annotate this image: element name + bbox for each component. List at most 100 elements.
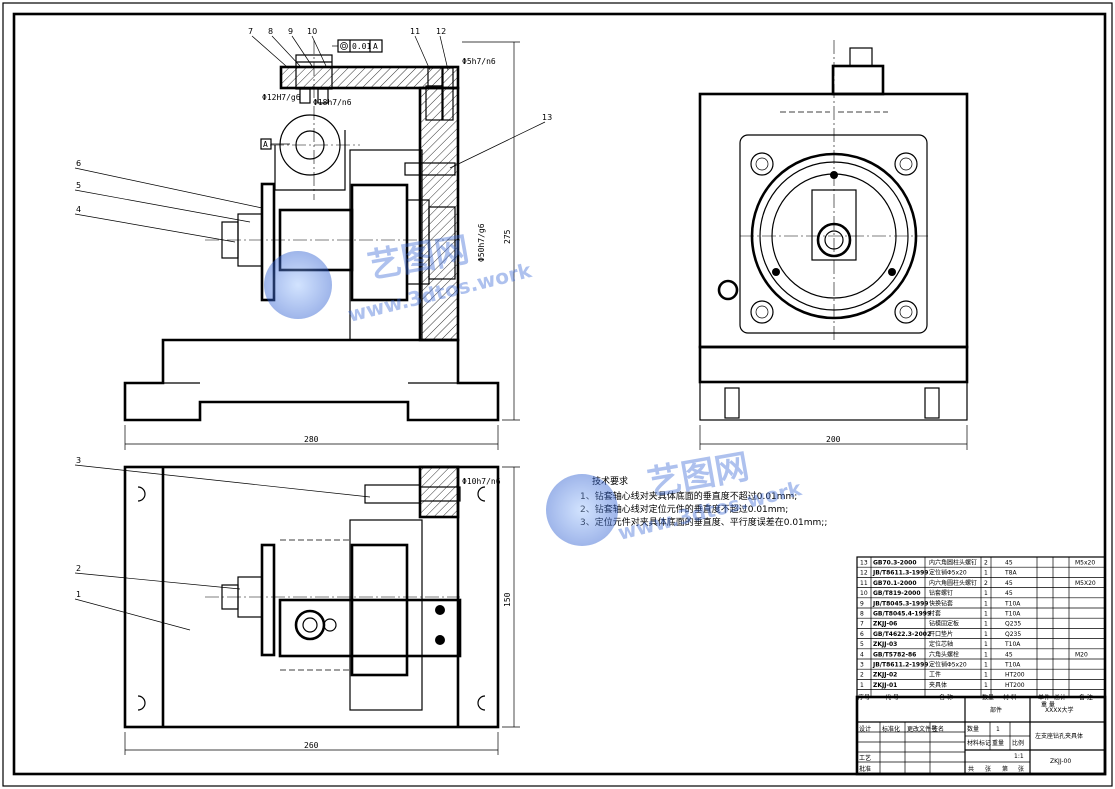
- bom-cell-name: 夹具体: [929, 681, 947, 689]
- title-sheet2: 张: [1018, 765, 1024, 773]
- part-label-7: 7: [248, 27, 253, 36]
- title-qty-value: 1: [996, 726, 1000, 733]
- bom-cell-mat: Q235: [1005, 631, 1021, 638]
- bom-cell-name: 六角头螺栓: [929, 650, 959, 658]
- bom-cell-qty: 1: [984, 600, 988, 607]
- title-block: 部件 XXXX大学 数量 1 材料标记 重量 比例 1:1 左支座钻孔夹具体 Z…: [855, 695, 1107, 776]
- notes-line-2: 2、钻套轴心线对定位元件的垂直度不超过0.01mm;: [580, 503, 788, 515]
- bom-cell-mat: T10A: [1004, 662, 1021, 669]
- title-material-label: 材料标记: [967, 739, 991, 747]
- top-view: 260 150 Φ10h7/n6 3 2 1: [74, 456, 520, 755]
- bom-cell-note: M5x20: [1075, 560, 1095, 567]
- title-sheet: 张: [985, 765, 991, 773]
- fit-bush: Φ18h7/n6: [313, 98, 352, 107]
- bom-cell-qty: 2: [984, 580, 988, 587]
- bom-cell-name: 定位芯轴: [929, 640, 953, 648]
- bom-cell-mat: 45: [1005, 580, 1013, 587]
- part-label-1: 1: [76, 590, 81, 599]
- bom-cell-qty: 1: [984, 631, 988, 638]
- title-drawing-no: ZKJJ-00: [1050, 758, 1071, 765]
- datum-label: A: [263, 140, 268, 149]
- bom-cell-name: 开口垫片: [929, 630, 953, 638]
- dim-top-width: 260: [304, 741, 319, 750]
- bom-cell-no: 8: [860, 611, 864, 618]
- dim-side-width: 200: [826, 435, 841, 444]
- title-drawing-name: 左支座钻孔夹具体: [1035, 732, 1083, 740]
- bom-cell-qty: 1: [984, 570, 988, 577]
- title-approve: 批准: [859, 765, 871, 773]
- bom-cell-code: ZKJJ-01: [873, 682, 897, 689]
- bom-cell-no: 1: [860, 682, 864, 689]
- bom-cell-code: ZKJJ-03: [873, 641, 897, 648]
- bom-cell-code: ZKJJ-02: [873, 672, 897, 679]
- title-designer: 设计: [859, 725, 871, 733]
- side-view: 200: [698, 40, 969, 450]
- part-label-8: 8: [268, 27, 273, 36]
- title-revise: 更改文件号: [907, 725, 937, 733]
- title-sheet-no: 第: [1002, 765, 1008, 773]
- tolerance-datum: A: [373, 42, 378, 51]
- fit-dowel: Φ10h7/n6: [462, 477, 501, 486]
- bom-cell-code: GB/T4622.3-2002: [873, 631, 931, 638]
- part-label-13: 13: [542, 113, 552, 122]
- bom-cell-mat: HT200: [1005, 672, 1025, 679]
- bom-cell-code: JB/T8611.3-1999: [872, 570, 928, 577]
- bom-cell-mat: T10A: [1004, 641, 1021, 648]
- title-school: XXXX大学: [1045, 706, 1073, 714]
- bom-cell-mat: T8A: [1004, 570, 1017, 577]
- bom-cell-code: JB/T8611.2-1999: [872, 662, 928, 669]
- notes-line-3: 3、定位元件对夹具体底面的垂直度、平行度误差在0.01mm;;: [580, 516, 827, 528]
- title-sign: 签名: [932, 725, 944, 733]
- bom-cell-no: 13: [860, 560, 868, 567]
- bom-cell-qty: 1: [984, 672, 988, 679]
- title-weight-label: 重量: [992, 739, 1004, 747]
- bom-cell-mat: T10A: [1004, 611, 1021, 618]
- bom-cell-no: 10: [860, 590, 868, 597]
- bom-cell-mat: 45: [1005, 590, 1013, 597]
- bom-cell-name: 工件: [929, 671, 941, 679]
- part-label-4: 4: [76, 205, 81, 214]
- bom-cell-mat: 45: [1005, 651, 1013, 658]
- bom-cell-no: 7: [860, 621, 864, 628]
- bom-cell-note: M5X20: [1075, 580, 1096, 587]
- dim-front-width: 280: [304, 435, 319, 444]
- bom-cell-code: GB/T8045.4-1999: [873, 611, 931, 618]
- fit-shaft: Φ50h7/g6: [477, 223, 486, 262]
- bom-cell-code: GB70.1-2000: [873, 580, 917, 587]
- bom-cell-name: 定位销Φ5x20: [929, 569, 967, 577]
- title-process: 工艺: [859, 754, 871, 762]
- bom-cell-no: 3: [860, 662, 864, 669]
- front-view: 280 275 Φ12H7/g6 Φ18h7/n6 Φ5h7/n6 Φ50h7/…: [74, 27, 552, 450]
- bom-cell-code: ZKJJ-06: [873, 621, 897, 628]
- part-label-9: 9: [288, 27, 293, 36]
- bom-cell-qty: 2: [984, 560, 988, 567]
- watermark-logo-2: 艺图网 www.3dtos.work: [546, 447, 804, 546]
- bom-cell-note: M20: [1075, 651, 1088, 658]
- bom-cell-mat: HT200: [1005, 682, 1025, 689]
- bom-cell-no: 11: [860, 580, 868, 587]
- part-label-2: 2: [76, 564, 81, 573]
- bom-cell-mat: T10A: [1004, 600, 1021, 607]
- technical-notes: 技术要求 1、钻套轴心线对夹具体底面的垂直度不超过0.01mm; 2、钻套轴心线…: [580, 475, 827, 528]
- bom-cell-code: GB/T819-2000: [873, 590, 921, 597]
- bom-cell-no: 4: [860, 651, 864, 658]
- bom-header-weight: 重 量: [1041, 701, 1055, 709]
- part-label-10: 10: [307, 27, 317, 36]
- bom-cell-name: 快换钻套: [929, 599, 953, 607]
- bom-cell-no: 2: [860, 672, 864, 679]
- bom-cell-name: 钻套螺钉: [929, 589, 953, 597]
- bom-cell-name: 内六角圆柱头螺钉: [929, 559, 977, 567]
- bom-cell-name: 钻模固定板: [929, 620, 959, 628]
- watermark-logo-1: 艺图网 www.3dtos.work: [264, 230, 534, 327]
- part-label-5: 5: [76, 181, 81, 190]
- bom-cell-qty: 1: [984, 641, 988, 648]
- bom-cell-name: 内六角圆柱头螺钉: [929, 579, 977, 587]
- bom-cell-qty: 1: [984, 590, 988, 597]
- notes-line-1: 1、钻套轴心线对夹具体底面的垂直度不超过0.01mm;: [580, 490, 797, 502]
- bom-cell-qty: 1: [984, 662, 988, 669]
- part-label-11: 11: [410, 27, 420, 36]
- inner-border: [12, 12, 1107, 776]
- bom-cell-code: GB/T5782-86: [873, 651, 916, 658]
